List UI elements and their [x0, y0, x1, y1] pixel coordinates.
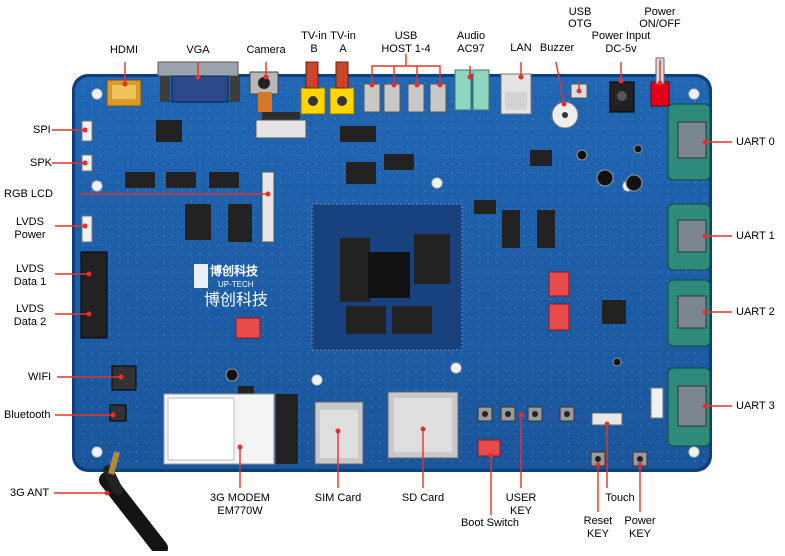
camera-flex-connector	[255, 119, 307, 139]
dip-switches	[235, 271, 570, 457]
logo-en: UP-TECH	[218, 280, 254, 289]
label-power-key-1: Power	[624, 515, 656, 527]
label-tvin-b-2: B	[310, 43, 318, 55]
leader-lines	[52, 54, 732, 515]
label-power-onoff-1: Power	[644, 6, 676, 18]
label-tvin-b-1: TV-in	[301, 30, 327, 42]
label-power-input-2: DC-5v	[605, 43, 637, 55]
label-uart0: UART 0	[736, 136, 775, 148]
label-usb-otg-1: USB	[568, 6, 592, 18]
label-power-input-1: Power Input	[591, 30, 651, 42]
label-lvds-power-2: Power	[14, 229, 46, 241]
label-spi: SPI	[33, 124, 51, 136]
board-logo	[194, 264, 208, 288]
label-spk: SPK	[30, 157, 53, 169]
rs485-connector	[650, 387, 664, 419]
label-hdmi: HDMI	[109, 44, 139, 56]
label-touch: Touch	[605, 492, 635, 504]
tact-button-caps	[482, 411, 643, 462]
label-uart3: UART 3	[736, 400, 775, 412]
label-sd-card: SD Card	[401, 492, 445, 504]
label-lvds-power-1: LVDS	[16, 216, 44, 228]
antenna-3g	[99, 451, 168, 556]
label-rgb-lcd: RGB LCD	[4, 188, 53, 200]
label-uart1: UART 1	[736, 230, 775, 242]
mounting-holes	[91, 88, 700, 458]
label-reset-key-1: Reset	[583, 515, 613, 527]
label-3g-ant: 3G ANT	[10, 487, 50, 499]
power-input-jack	[609, 81, 635, 113]
label-boot-switch: Boot Switch	[460, 517, 520, 529]
label-modem-2: EM770W	[217, 505, 263, 517]
logo-cn: 博创科技	[210, 264, 259, 278]
label-reset-key-2: KEY	[586, 528, 610, 540]
tvin-b-connector	[300, 61, 326, 115]
label-audio-1: Audio	[456, 30, 486, 42]
wifi-module	[111, 365, 137, 391]
lan-connector	[500, 73, 532, 115]
label-user-key-2: KEY	[509, 505, 533, 517]
label-lan: LAN	[510, 42, 532, 54]
logo-big-cn: 博创科技	[204, 292, 269, 309]
leader-dots	[82, 74, 708, 496]
label-tvin-a-2: A	[339, 43, 347, 55]
label-usb-host-2: HOST 1-4	[381, 43, 431, 55]
label-user-key-1: USER	[505, 492, 537, 504]
label-buzzer: Buzzer	[539, 42, 575, 54]
label-lvds-data2-2: Data 2	[13, 316, 47, 328]
label-lvds-data1-2: Data 1	[13, 276, 47, 288]
uart-connectors	[667, 103, 711, 447]
sim-card-slot	[314, 401, 364, 465]
label-uart2: UART 2	[736, 306, 775, 318]
label-wifi: WIFI	[28, 371, 52, 383]
label-vga: VGA	[186, 44, 210, 56]
label-tvin-a-1: TV-in	[330, 30, 356, 42]
label-modem-1: 3G MODEM	[210, 492, 270, 504]
label-sim-card: SIM Card	[314, 492, 362, 504]
label-power-onoff-2: ON/OFF	[639, 18, 681, 30]
label-lvds-data1-1: LVDS	[16, 263, 44, 275]
usb-host-connectors	[363, 83, 447, 113]
label-power-key-2: KEY	[628, 528, 652, 540]
label-usb-otg-2: OTG	[568, 18, 592, 30]
sd-card-slot	[387, 391, 459, 459]
label-lvds-data2-1: LVDS	[16, 303, 44, 315]
tvin-a-connector	[329, 61, 355, 115]
rgb-lcd-connector	[261, 171, 275, 243]
label-camera: Camera	[246, 44, 286, 56]
modem-module	[163, 393, 298, 465]
core-module	[311, 203, 463, 351]
label-audio-2: AC97	[457, 43, 485, 55]
label-usb-host-1: USB	[394, 30, 418, 42]
capacitors	[225, 144, 643, 382]
audio-connector	[454, 69, 490, 111]
label-bluetooth: Bluetooth	[4, 409, 51, 421]
